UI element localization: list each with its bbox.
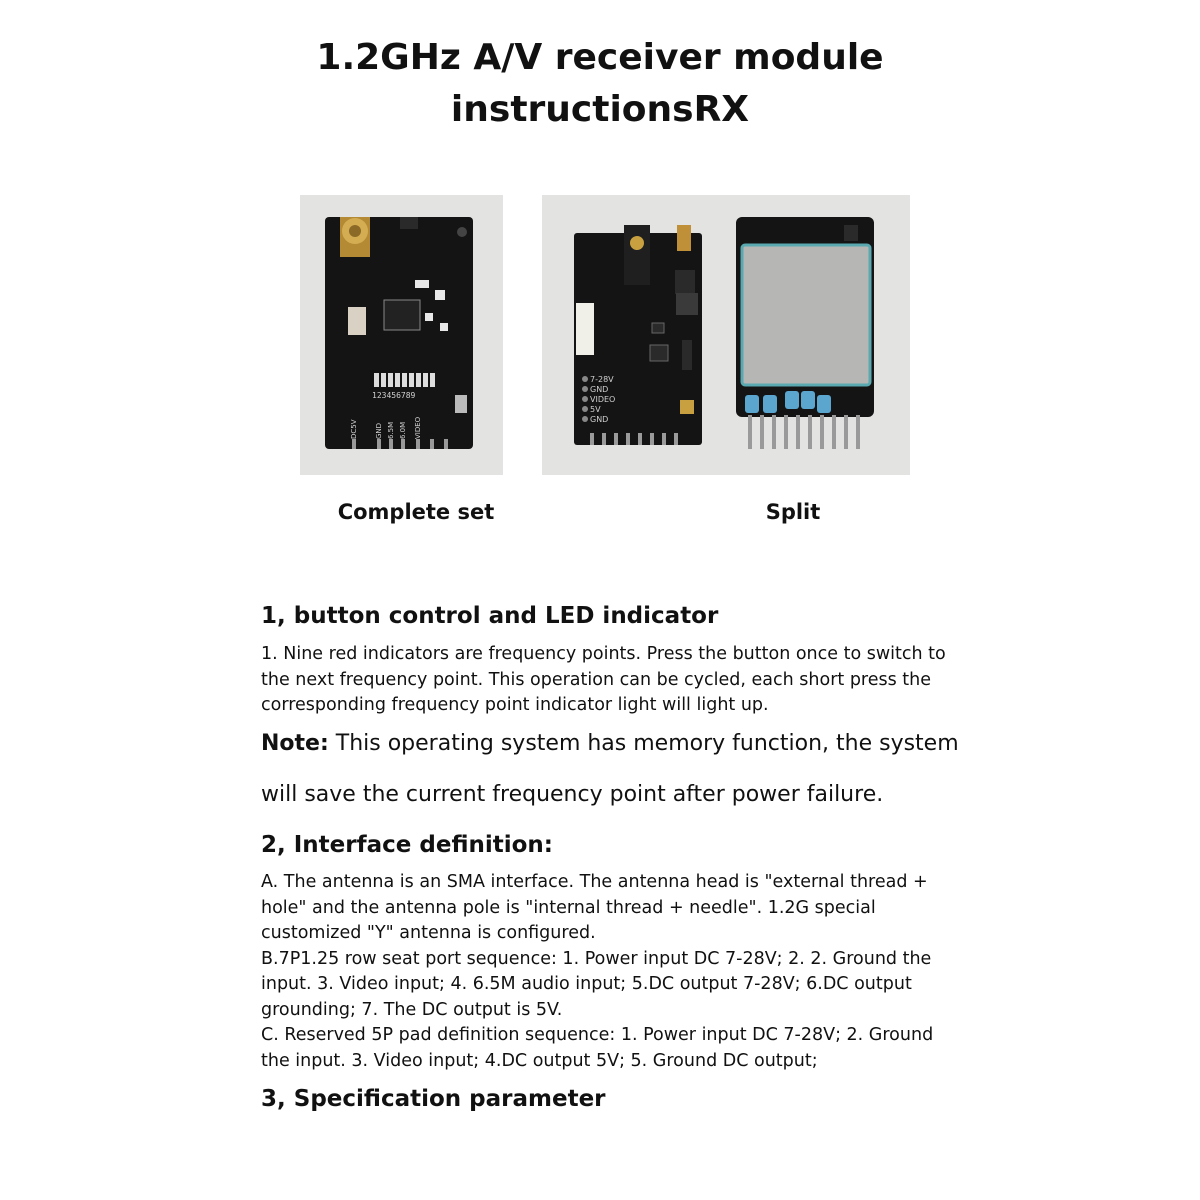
interface-line-b: B.7P1.25 row seat port sequence: 1. Powe… <box>261 948 932 1020</box>
pad-label-2: GND <box>590 385 608 394</box>
pad-label-1: 7-28V <box>590 375 614 384</box>
pin-label-4: 6.0M <box>399 422 407 439</box>
complete-set-caption: Complete set <box>337 500 495 524</box>
document-title: 1.2GHz A/V receiver module instructionsR… <box>0 32 1200 136</box>
section1-paragraph: 1. Nine red indicators are frequency poi… <box>261 644 946 715</box>
pin-label-2: GND <box>375 423 383 439</box>
pin-label-3: 6.5M <box>387 422 395 439</box>
pin-label-1: DC5V <box>350 419 358 439</box>
note-paragraph: Note: This operating system has memory f… <box>261 718 961 820</box>
pad-label-5: GND <box>590 415 608 424</box>
interface-line-c: C. Reserved 5P pad definition sequence: … <box>261 1025 934 1071</box>
section2-heading: 2, Interface definition: <box>261 832 554 858</box>
split-caption: Split <box>765 500 821 524</box>
title-line-2: instructionsRX <box>450 89 750 130</box>
section2-body: A. The antenna is an SMA interface. The … <box>261 870 941 1074</box>
section3-heading: 3, Specification parameter <box>261 1086 606 1112</box>
interface-line-a: A. The antenna is an SMA interface. The … <box>261 872 928 943</box>
pad-label-4: 5V <box>590 405 601 414</box>
pad-label-3: VIDEO <box>590 395 615 404</box>
title-line-1: 1.2GHz A/V receiver module <box>316 37 884 78</box>
pin-label-5: VIDEO <box>414 416 422 439</box>
complete-set-photo: 123456789 DC5V GND 6.5M 6.0M VIDEO <box>300 195 503 475</box>
section1-heading: 1, button control and LED indicator <box>261 603 719 629</box>
note-text: This operating system has memory functio… <box>261 731 959 807</box>
led-number-silk: 123456789 <box>372 391 416 400</box>
split-photo: 7-28V GND VIDEO 5V GND <box>542 195 910 475</box>
note-label: Note: <box>261 731 329 756</box>
